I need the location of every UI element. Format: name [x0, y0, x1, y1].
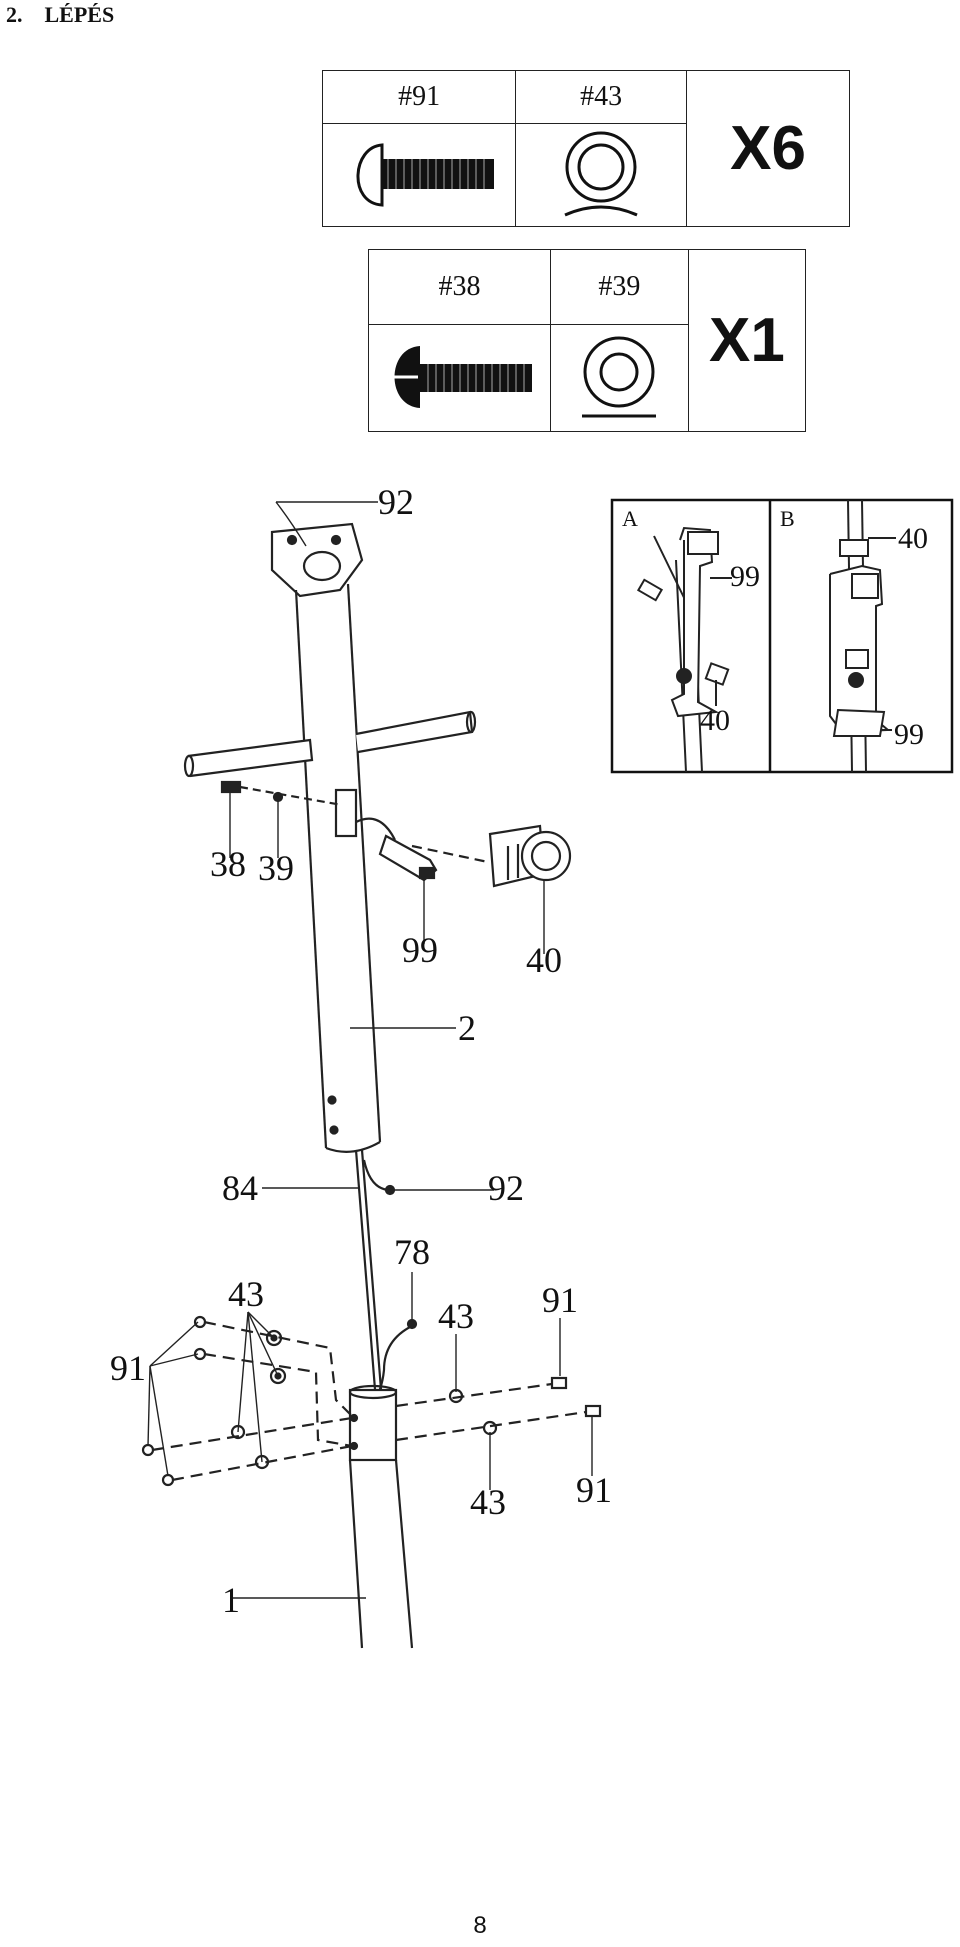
- step-title: 2. LÉPÉS: [6, 2, 115, 27]
- curved-washer-icon: [515, 123, 688, 227]
- inset-panel-b-label: B: [780, 506, 795, 531]
- hex-bolt-icon: [367, 324, 552, 432]
- callout-84: 84: [222, 1168, 258, 1208]
- flat-washer-icon: [550, 324, 689, 432]
- detail-inset: A B 99 40 40 99: [610, 498, 954, 774]
- callout-39: 39: [258, 848, 294, 888]
- callout-91-right-top: 91: [542, 1280, 578, 1320]
- callout-99: 99: [402, 930, 438, 970]
- part-code: #43: [515, 70, 688, 124]
- inset-panel-a-label: A: [622, 506, 638, 531]
- quantity-label: X6: [686, 70, 850, 227]
- callout-91-right-bottom: 91: [576, 1470, 612, 1510]
- callout-43-left: 43: [228, 1274, 264, 1314]
- callout-78: 78: [394, 1232, 430, 1272]
- page-number: 8: [473, 1912, 487, 1939]
- inset-b-callout-99: 99: [894, 718, 924, 751]
- callout-43-right-bottom: 43: [470, 1482, 506, 1522]
- callout-2: 2: [458, 1008, 476, 1048]
- hardware-table-1: #91 #43 X6: [321, 70, 850, 227]
- callout-40: 40: [526, 940, 562, 980]
- quantity-label: X1: [687, 249, 807, 432]
- inset-a-callout-99: 99: [730, 560, 760, 593]
- part-code: #91: [321, 70, 517, 124]
- assembly-diagram: 92 38 39 99 40 2 84 92 78 43 91 43 91 43…: [110, 482, 954, 1649]
- callout-1: 1: [222, 1580, 240, 1620]
- button-head-bolt-icon: [321, 123, 517, 227]
- callout-92-top: 92: [378, 482, 414, 522]
- callout-38: 38: [210, 844, 246, 884]
- inset-b-callout-40: 40: [898, 522, 928, 555]
- hardware-table-2: #38 #39 X1: [367, 249, 807, 432]
- inset-a-callout-40: 40: [700, 704, 730, 737]
- callout-91-left: 91: [110, 1348, 146, 1388]
- part-code: #38: [367, 249, 552, 325]
- callout-92-bottom: 92: [488, 1168, 524, 1208]
- callout-43-right-top: 43: [438, 1296, 474, 1336]
